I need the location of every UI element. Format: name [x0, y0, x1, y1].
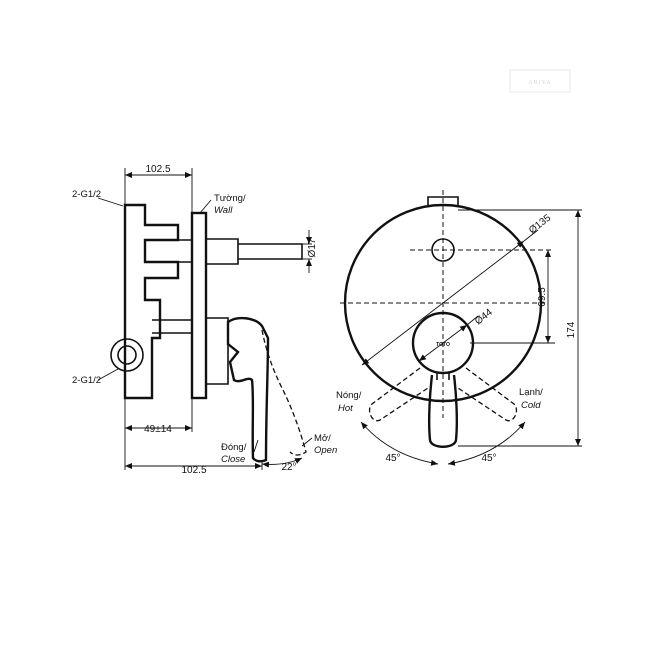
dim-bottom-width: 102.5 [181, 465, 206, 476]
wall-label-vi: Tường/ [214, 193, 246, 204]
hot-label-vi: Nóng/ [336, 390, 362, 401]
side-view: 102.5 Ø17 49±14 102.5 22° 2-G1/2 2-G1/2 … [72, 164, 337, 476]
dim-top-width: 102.5 [145, 164, 170, 175]
close-label-en: Close [221, 454, 245, 465]
watermark-text: ARIYA [528, 80, 551, 86]
diverter-stem [178, 238, 303, 265]
front-lever-hot [368, 367, 429, 422]
lever-handle-open [261, 329, 307, 456]
lever-handle [226, 316, 270, 463]
dim-total-height: 174 [566, 321, 577, 338]
connector-top-label: 2-G1/2 [72, 189, 101, 200]
wall-plate [190, 211, 208, 400]
dim-offset: 69.5 [537, 287, 548, 307]
open-label-vi: Mở/ [314, 433, 331, 444]
wall-label-en: Wall [214, 205, 233, 216]
connector-bottom-label: 2-G1/2 [72, 375, 101, 386]
watermark: ARIYA [509, 69, 571, 93]
angle-open: 22° [281, 462, 296, 473]
cold-label-en: Cold [521, 400, 541, 411]
hot-label-en: Hot [338, 403, 353, 414]
front-lever-cold [457, 367, 518, 422]
dim-plate-diameter: Ø135 [527, 212, 553, 236]
dim-handle-diameter: Ø44 [473, 307, 495, 328]
angle-left: 45° [385, 453, 400, 464]
valve-body [123, 203, 180, 400]
cartridge-sleeve [152, 317, 229, 385]
close-label-vi: Đóng/ [221, 442, 247, 453]
front-lever [427, 374, 459, 448]
front-view: Ø135 TOTO Ø44 45° 45° Nóng/ Hot Lạnh/ Co… [336, 190, 582, 466]
plate-top-nub [427, 196, 459, 205]
open-label-en: Open [314, 445, 337, 456]
cold-label-vi: Lạnh/ [519, 387, 543, 398]
dim-pipe-diameter: Ø17 [307, 238, 318, 257]
inlet-connector-inner [117, 345, 137, 365]
dim-depth: 49±14 [144, 424, 172, 435]
inlet-connector [110, 338, 144, 372]
angle-right: 45° [481, 453, 496, 464]
